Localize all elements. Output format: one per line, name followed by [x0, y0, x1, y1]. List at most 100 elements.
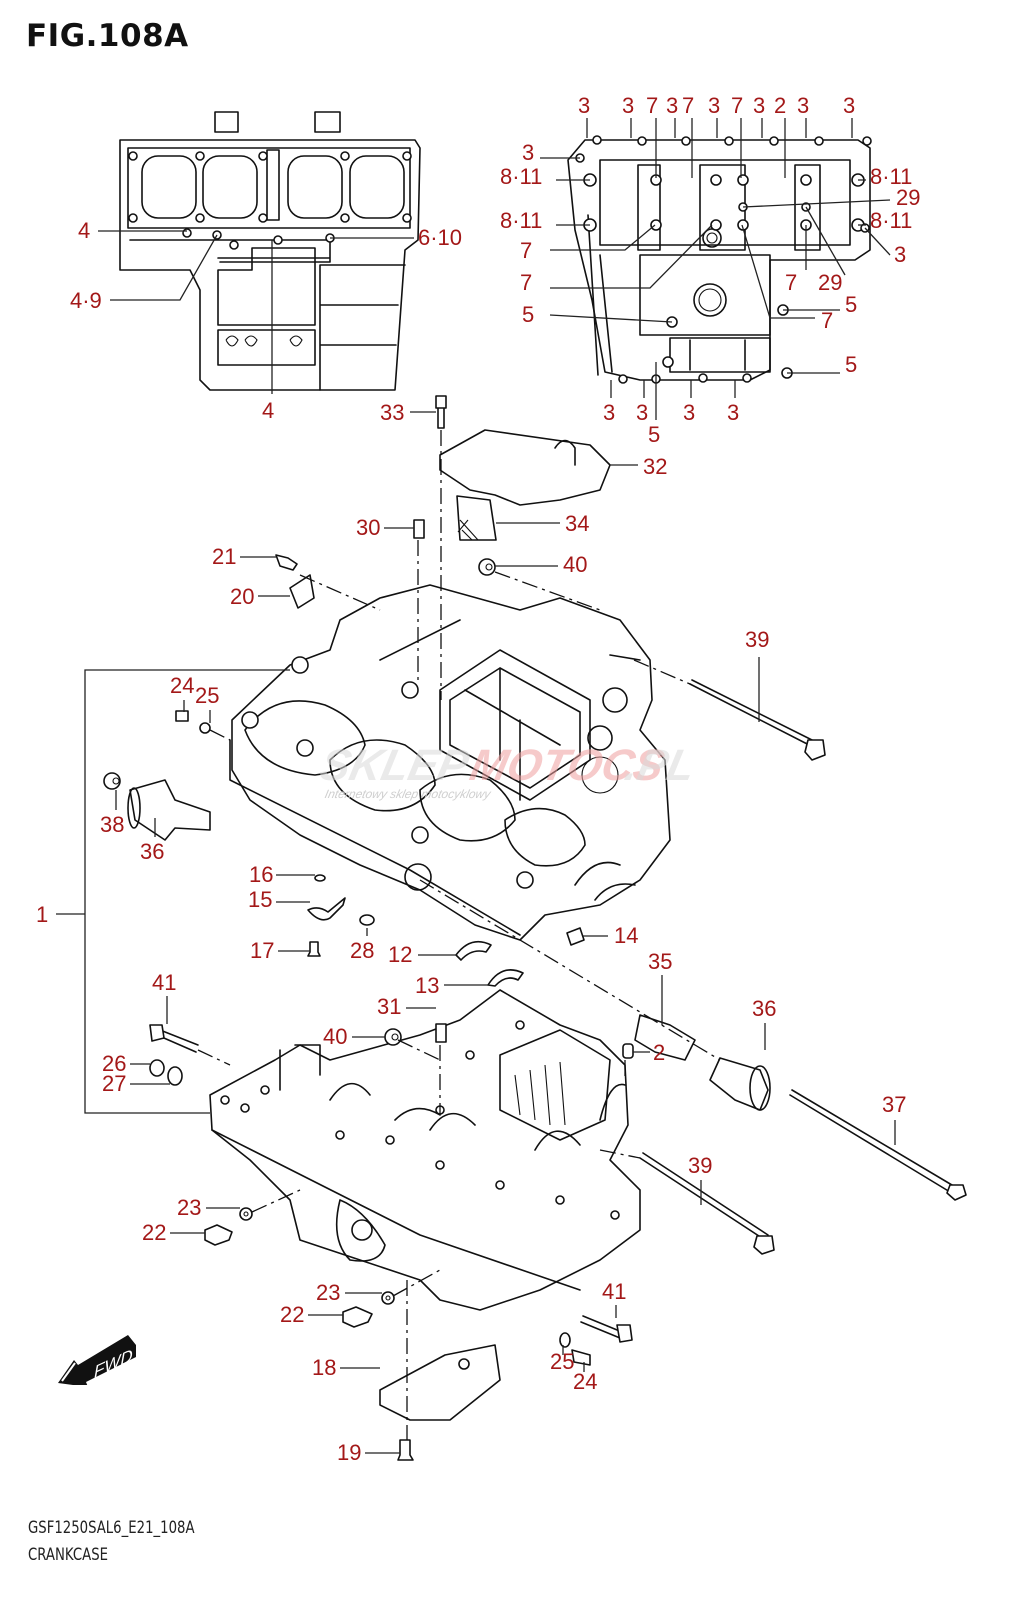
- callout-label-7[interactable]: 7: [785, 270, 797, 295]
- callout-label-38[interactable]: 38: [100, 812, 124, 837]
- callout-label-6-10[interactable]: 6·10: [418, 225, 462, 250]
- lower-crankcase-bottom-view: [567, 135, 872, 384]
- callout-label-3[interactable]: 3: [666, 93, 678, 118]
- callout-label-8-11[interactable]: 8·11: [500, 164, 542, 189]
- watermark-suffix: .PL: [621, 741, 700, 789]
- callout-label-4[interactable]: 4: [262, 398, 274, 423]
- callout-label-5[interactable]: 5: [522, 302, 534, 327]
- callout-label-8-11[interactable]: 8·11: [870, 164, 912, 189]
- callout-label-36[interactable]: 36: [752, 996, 776, 1021]
- figure-name: CRANKCASE: [28, 1545, 109, 1565]
- callout-label-41[interactable]: 41: [152, 970, 176, 995]
- callout-label-3[interactable]: 3: [522, 140, 534, 165]
- leader-line: [110, 234, 218, 301]
- leader-line: [864, 227, 891, 256]
- callout-label-28[interactable]: 28: [350, 938, 374, 963]
- leader-line: [742, 199, 891, 208]
- callout-label-2[interactable]: 2: [653, 1040, 665, 1065]
- callout-label-7[interactable]: 7: [646, 93, 658, 118]
- lower-crankcase-half: [209, 989, 641, 1311]
- callout-label-26[interactable]: 26: [102, 1051, 126, 1076]
- callout-label-29[interactable]: 29: [818, 270, 842, 295]
- callout-label-3[interactable]: 3: [797, 93, 809, 118]
- callout-label-20[interactable]: 20: [230, 584, 254, 609]
- leader-lines: [56, 118, 896, 1454]
- callout-label-21[interactable]: 21: [212, 544, 236, 569]
- callout-label-2[interactable]: 2: [774, 93, 786, 118]
- callout-label-39[interactable]: 39: [688, 1153, 712, 1178]
- callout-label-3[interactable]: 3: [708, 93, 720, 118]
- callout-label-23[interactable]: 23: [177, 1195, 201, 1220]
- callout-label-12[interactable]: 12: [388, 942, 412, 967]
- leader-line: [741, 224, 815, 319]
- watermark-text-gray: SKLEP: [316, 741, 473, 789]
- callout-label-40[interactable]: 40: [563, 552, 587, 577]
- callout-label-5[interactable]: 5: [648, 422, 660, 447]
- callout-label-3[interactable]: 3: [894, 242, 906, 267]
- callout-label-41[interactable]: 41: [602, 1279, 626, 1304]
- callout-label-31[interactable]: 31: [377, 994, 401, 1019]
- watermark-text-red: MOTOCS: [466, 741, 669, 789]
- callout-label-19[interactable]: 19: [337, 1440, 361, 1465]
- callout-label-36[interactable]: 36: [140, 839, 164, 864]
- callout-label-14[interactable]: 14: [614, 923, 638, 948]
- figure-title: FIG.108A: [26, 18, 189, 54]
- callout-label-15[interactable]: 15: [248, 887, 272, 912]
- leader-line: [550, 224, 656, 251]
- callout-label-3[interactable]: 3: [753, 93, 765, 118]
- callout-label-29[interactable]: 29: [896, 185, 920, 210]
- callout-label-7[interactable]: 7: [731, 93, 743, 118]
- callout-label-3[interactable]: 3: [683, 400, 695, 425]
- callout-label-25[interactable]: 25: [550, 1349, 574, 1374]
- callout-label-33[interactable]: 33: [380, 400, 404, 425]
- callout-label-37[interactable]: 37: [882, 1092, 906, 1117]
- callout-label-5[interactable]: 5: [845, 352, 857, 377]
- upper-crankcase-half: [229, 584, 671, 941]
- callout-label-7[interactable]: 7: [520, 270, 532, 295]
- callout-label-34[interactable]: 34: [565, 511, 589, 536]
- leader-line: [549, 314, 673, 323]
- upper-crankcase-side-view: [119, 111, 421, 391]
- callout-label-22[interactable]: 22: [280, 1302, 304, 1327]
- leader-line: [550, 224, 713, 289]
- callout-label-1[interactable]: 1: [36, 902, 48, 927]
- callout-label-18[interactable]: 18: [312, 1355, 336, 1380]
- figure-footer: GSF1250SAL6_E21_108A CRANKCASE: [28, 1515, 195, 1569]
- callout-label-5[interactable]: 5: [845, 292, 857, 317]
- callout-label-30[interactable]: 30: [356, 515, 380, 540]
- callout-label-40[interactable]: 40: [323, 1024, 347, 1049]
- callout-label-3[interactable]: 3: [727, 400, 739, 425]
- callout-label-24[interactable]: 24: [573, 1369, 597, 1394]
- forward-arrow-icon: FWD: [58, 1335, 136, 1385]
- callout-label-7[interactable]: 7: [821, 308, 833, 333]
- assembly-bracket-1: [84, 669, 290, 1114]
- watermark-subtitle: Internetowy sklep motocyklowy: [324, 787, 493, 801]
- callout-label-17[interactable]: 17: [250, 938, 274, 963]
- watermark: SKLEP MOTOCS .PL Internetowy sklep motoc…: [316, 741, 700, 801]
- callout-label-8-11[interactable]: 8·11: [500, 208, 542, 233]
- leader-line: [805, 206, 846, 276]
- callout-label-39[interactable]: 39: [745, 627, 769, 652]
- callout-label-3[interactable]: 3: [843, 93, 855, 118]
- callout-label-4[interactable]: 4: [78, 218, 90, 243]
- callout-label-3[interactable]: 3: [603, 400, 615, 425]
- callout-label-3[interactable]: 3: [636, 400, 648, 425]
- callout-label-32[interactable]: 32: [643, 454, 667, 479]
- callout-label-8-11[interactable]: 8·11: [870, 208, 912, 233]
- callout-label-23[interactable]: 23: [316, 1280, 340, 1305]
- callout-label-3[interactable]: 3: [578, 93, 590, 118]
- callout-label-7[interactable]: 7: [520, 238, 532, 263]
- callout-label-3[interactable]: 3: [622, 93, 634, 118]
- callout-label-35[interactable]: 35: [648, 949, 672, 974]
- callout-label-13[interactable]: 13: [415, 973, 439, 998]
- small-parts: [103, 395, 967, 1461]
- callout-label-22[interactable]: 22: [142, 1220, 166, 1245]
- callout-label-24[interactable]: 24: [170, 673, 194, 698]
- callout-label-7[interactable]: 7: [682, 93, 694, 118]
- callout-label-4-9[interactable]: 4·9: [70, 288, 102, 313]
- callout-label-25[interactable]: 25: [195, 683, 219, 708]
- callout-label-27[interactable]: 27: [102, 1071, 126, 1096]
- callout-label-16[interactable]: 16: [249, 862, 273, 887]
